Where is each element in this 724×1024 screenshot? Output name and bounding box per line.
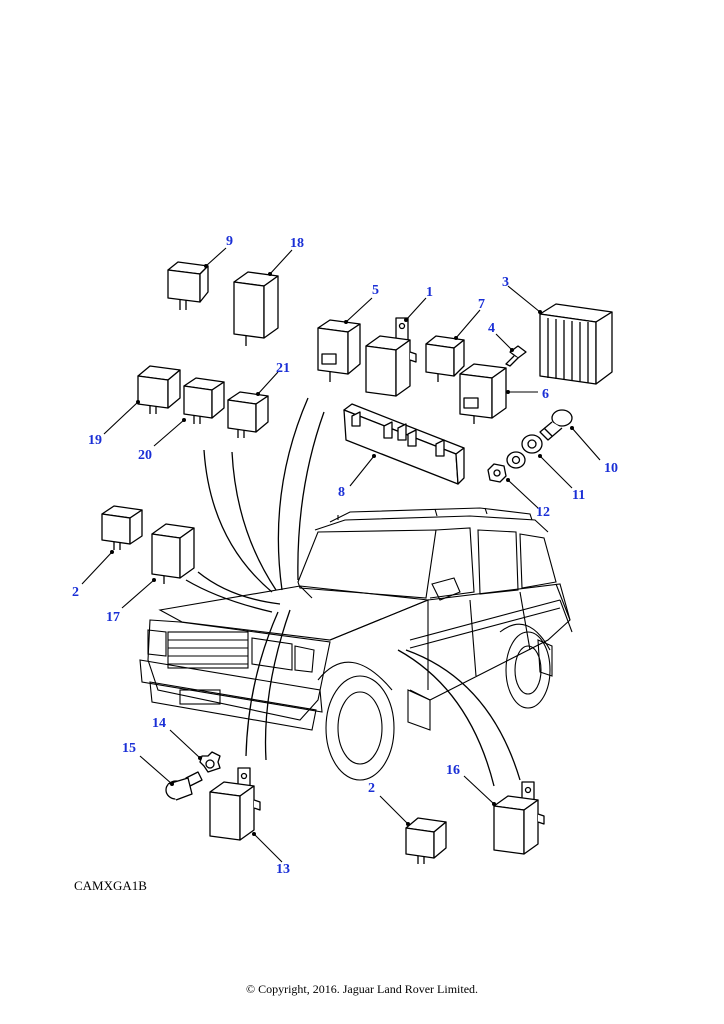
callout-4[interactable]: 4 [488, 321, 495, 336]
part-9-relay[interactable] [167, 261, 209, 310]
part-20-relay[interactable] [183, 377, 225, 424]
callout-9[interactable]: 9 [226, 234, 233, 249]
leader-lines [81, 247, 601, 863]
callout-2-lower[interactable]: 2 [368, 781, 375, 796]
callout-21[interactable]: 21 [276, 361, 290, 376]
vehicle-illustration [139, 507, 573, 781]
callout-18[interactable]: 18 [290, 236, 304, 251]
part-19-relay[interactable] [137, 365, 181, 414]
part-13-relay-bracket[interactable] [209, 767, 261, 841]
part-16-relay-bracket[interactable] [493, 781, 545, 855]
callout-8[interactable]: 8 [338, 485, 345, 500]
callout-numbers: 9 18 5 1 7 3 4 6 21 19 20 10 11 12 8 2 1… [72, 234, 618, 877]
connection-wires [185, 397, 521, 787]
part-12-nut[interactable] [487, 463, 507, 483]
part-21-relay[interactable] [227, 391, 269, 438]
callout-10[interactable]: 10 [604, 461, 618, 476]
part-18-relay[interactable] [233, 271, 279, 346]
part-4-screw[interactable] [505, 345, 527, 367]
part-14-washer[interactable] [199, 751, 221, 773]
part-17-relay[interactable] [151, 523, 195, 584]
callout-14[interactable]: 14 [152, 716, 166, 731]
part-10-bolt[interactable] [539, 409, 573, 441]
part-2-relay-upper[interactable] [101, 505, 143, 550]
callout-20[interactable]: 20 [138, 448, 152, 463]
callout-11[interactable]: 11 [572, 488, 585, 503]
callout-16[interactable]: 16 [446, 763, 460, 778]
part-11-spacer[interactable] [506, 434, 543, 469]
part-6-relay[interactable] [459, 363, 507, 424]
part-8-bracket[interactable] [343, 403, 465, 485]
callout-15[interactable]: 15 [122, 741, 136, 756]
copyright-notice: © Copyright, 2016. Jaguar Land Rover Lim… [245, 982, 479, 996]
callout-13[interactable]: 13 [276, 862, 290, 877]
callout-3[interactable]: 3 [502, 275, 509, 290]
part-15-bolt[interactable] [165, 771, 203, 801]
callout-6[interactable]: 6 [542, 387, 549, 402]
part-3-module[interactable] [539, 303, 613, 385]
callout-1[interactable]: 1 [426, 285, 433, 300]
callout-2-upper[interactable]: 2 [72, 585, 79, 600]
part-5-relay[interactable] [317, 319, 361, 382]
callout-17[interactable]: 17 [106, 610, 120, 625]
callout-7[interactable]: 7 [478, 297, 485, 312]
callout-12[interactable]: 12 [536, 505, 550, 520]
callout-5[interactable]: 5 [372, 283, 379, 298]
callout-19[interactable]: 19 [88, 433, 102, 448]
part-2-relay-lower[interactable] [405, 817, 447, 864]
part-1-relay-bracket[interactable] [365, 317, 417, 397]
part-7-relay[interactable] [425, 335, 465, 382]
illustration-code: CAMXGA1B [74, 878, 147, 893]
